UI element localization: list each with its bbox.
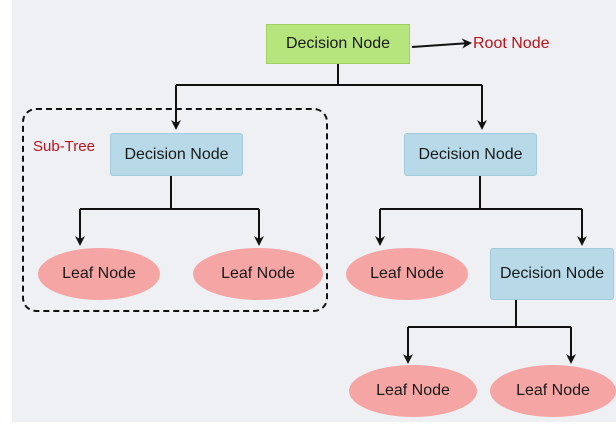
leaf-node-1: Leaf Node (38, 248, 160, 300)
root-node-annotation: Root Node (473, 35, 550, 52)
root-decision-node: Decision Node (266, 24, 410, 64)
leaf-node-4: Leaf Node (349, 365, 477, 417)
right-decision-node: Decision Node (404, 133, 537, 176)
edge-root-annotation (411, 38, 472, 49)
leaf-node-3: Leaf Node (346, 248, 468, 300)
left-decision-node: Decision Node (110, 133, 243, 176)
leaf-node-5: Leaf Node (490, 365, 616, 417)
background-panel (12, 0, 616, 422)
leaf-node-2: Leaf Node (193, 248, 323, 300)
subtree-annotation: Sub-Tree (33, 138, 95, 155)
right-child-decision-node: Decision Node (490, 248, 614, 300)
